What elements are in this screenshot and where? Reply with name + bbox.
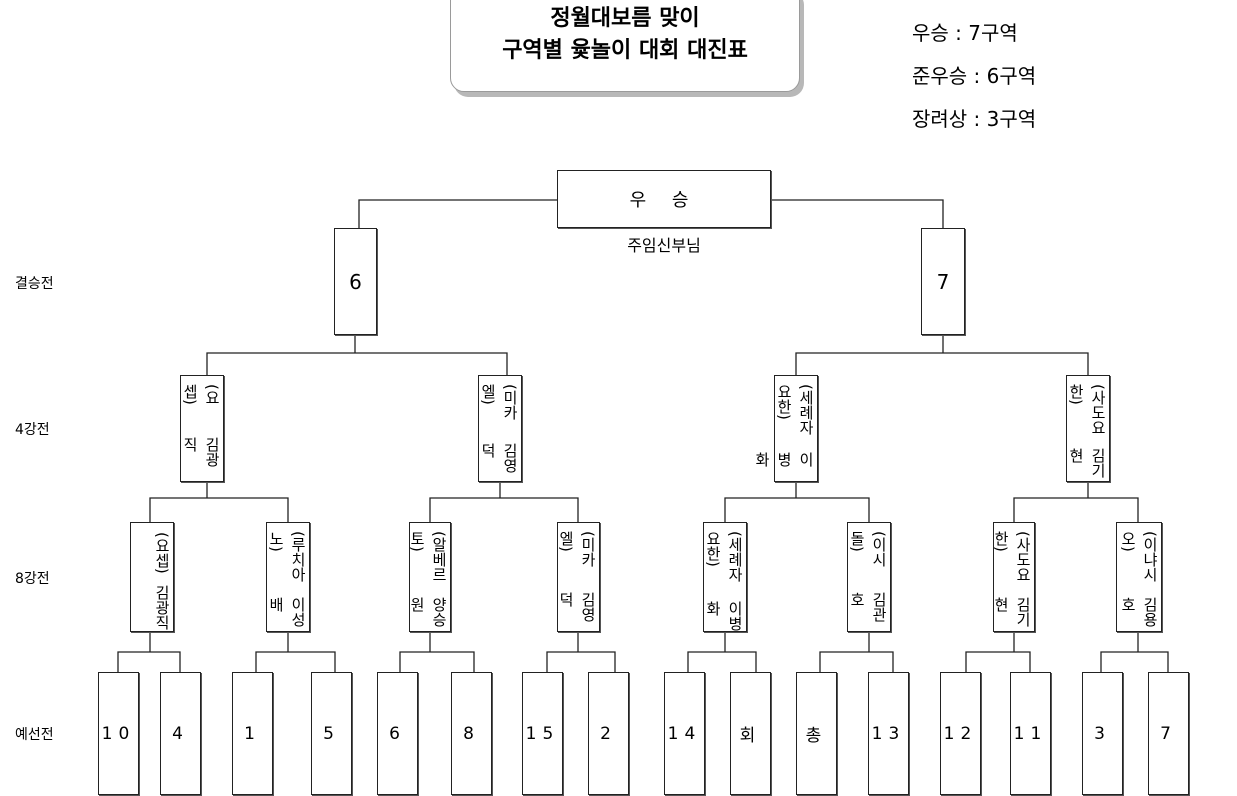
baptismal-name: (이냐시오) — [1119, 531, 1159, 582]
prelim-team: 14 — [667, 723, 702, 744]
prelim-team: 13 — [871, 723, 906, 744]
champion-sub: 주임신부님 — [627, 236, 701, 255]
semi-box: (세례자요한) 이병화 — [753, 375, 818, 482]
baptismal-name: (알베르토) — [408, 531, 448, 582]
prelim-box: 회 — [730, 672, 771, 795]
baptismal-name: (세례자요한) — [775, 384, 815, 435]
result-runner-up: 준우승 : 6구역 — [912, 64, 1037, 88]
prelim-team: 회 — [739, 726, 762, 746]
baptismal-name: (요셉) — [181, 384, 221, 405]
final-box: 6 — [334, 228, 377, 335]
quarter-box: (요셉) 김광직 — [130, 522, 174, 632]
prelim-team: 7 — [1160, 723, 1177, 744]
prelim-team: 11 — [1013, 723, 1048, 744]
semi-box: (사도요한) 김기현 — [1066, 375, 1110, 482]
result-winner: 우승 : 7구역 — [912, 21, 1018, 45]
prelim-team: 6 — [389, 723, 406, 744]
player-name: 김용호 — [1119, 597, 1159, 628]
result-encouragement: 장려상 : 3구역 — [912, 107, 1037, 131]
prelim-team: 1 — [244, 723, 261, 744]
baptismal-name: (사도요한) — [992, 531, 1032, 582]
quarter-box: (이냐시오) 김용호 — [1116, 522, 1162, 632]
quarter-box: (이시돌) 김관호 — [847, 522, 891, 632]
prelim-box: 7 — [1148, 672, 1189, 795]
player-name: 김광직 — [153, 585, 171, 631]
quarter-box: (알베르토) 양승원 — [408, 522, 451, 632]
semi-box: (요셉) 김광직 — [180, 375, 224, 482]
player-name: 김영덕 — [557, 592, 597, 623]
quarter-box: (세례자요한) 이병화 — [703, 522, 747, 632]
title-box: 정월대보름 맞이 구역별 윷놀이 대회 대진표 — [450, 0, 800, 92]
prelim-box: 3 — [1082, 672, 1123, 795]
prelim-box: 4 — [160, 672, 201, 795]
round-label-final: 결승전 — [15, 276, 54, 292]
round-label-semi: 4강전 — [15, 422, 50, 438]
prelim-team: 4 — [172, 723, 189, 744]
player-name: 이성배 — [267, 597, 307, 628]
prelim-team: 3 — [1094, 723, 1111, 744]
baptismal-name: (미카엘) — [557, 531, 597, 567]
quarter-box: (사도요한) 김기현 — [992, 522, 1035, 632]
semi-box: (미카엘) 김영덕 — [478, 375, 522, 482]
baptismal-name: (미카엘) — [479, 384, 519, 420]
player-name: 양승원 — [408, 597, 448, 628]
baptismal-name: (이시돌) — [848, 531, 888, 567]
player-name: 이병화 — [753, 451, 815, 467]
quarter-box: (루치아노) 이성배 — [266, 522, 310, 632]
round-label-quarter: 8강전 — [15, 571, 50, 587]
prelim-box: 5 — [311, 672, 352, 795]
round-label-prelim: 예선전 — [15, 727, 54, 743]
prelim-box: 2 — [588, 672, 629, 795]
quarter-box: (미카엘) 김영덕 — [557, 522, 600, 632]
player-name: 김기현 — [992, 597, 1032, 628]
prelim-team: 5 — [323, 723, 340, 744]
title-line-1: 정월대보름 맞이 — [550, 6, 700, 31]
results-list: 우승 : 7구역 준우승 : 6구역 장려상 : 3구역 — [912, 12, 1036, 141]
prelim-box: 6 — [377, 672, 418, 795]
title-line-2: 구역별 윷놀이 대회 대진표 — [502, 38, 748, 63]
final-box: 7 — [921, 228, 965, 335]
baptismal-name: (사도요한) — [1067, 384, 1107, 435]
player-name: 김영덕 — [479, 443, 519, 474]
champion-box: 우 승 — [557, 170, 771, 228]
prelim-team: 2 — [600, 723, 617, 744]
player-name: 김관호 — [848, 592, 888, 623]
prelim-team: 총 — [805, 726, 828, 746]
prelim-box: 10 — [98, 672, 139, 795]
prelim-box: 총 — [796, 672, 837, 795]
prelim-box: 13 — [868, 672, 909, 795]
prelim-team: 8 — [463, 723, 480, 744]
prelim-team: 10 — [101, 723, 136, 744]
prelim-box: 11 — [1010, 672, 1051, 795]
player-name: 김기현 — [1067, 448, 1107, 479]
prelim-team: 12 — [943, 723, 978, 744]
champion-label: 우 승 — [629, 190, 699, 211]
final-team: 6 — [349, 269, 362, 294]
prelim-box: 8 — [451, 672, 492, 795]
final-team: 7 — [936, 269, 950, 294]
baptismal-name: (요셉) — [153, 531, 171, 574]
player-name: 이병화 — [704, 600, 744, 631]
prelim-box: 12 — [940, 672, 981, 795]
player-name: 김광직 — [181, 436, 221, 467]
prelim-box: 15 — [522, 672, 563, 795]
prelim-team: 15 — [525, 723, 560, 744]
baptismal-name: (세례자요한) — [704, 531, 744, 582]
baptismal-name: (루치아노) — [267, 531, 307, 582]
prelim-box: 14 — [664, 672, 705, 795]
prelim-box: 1 — [232, 672, 273, 795]
